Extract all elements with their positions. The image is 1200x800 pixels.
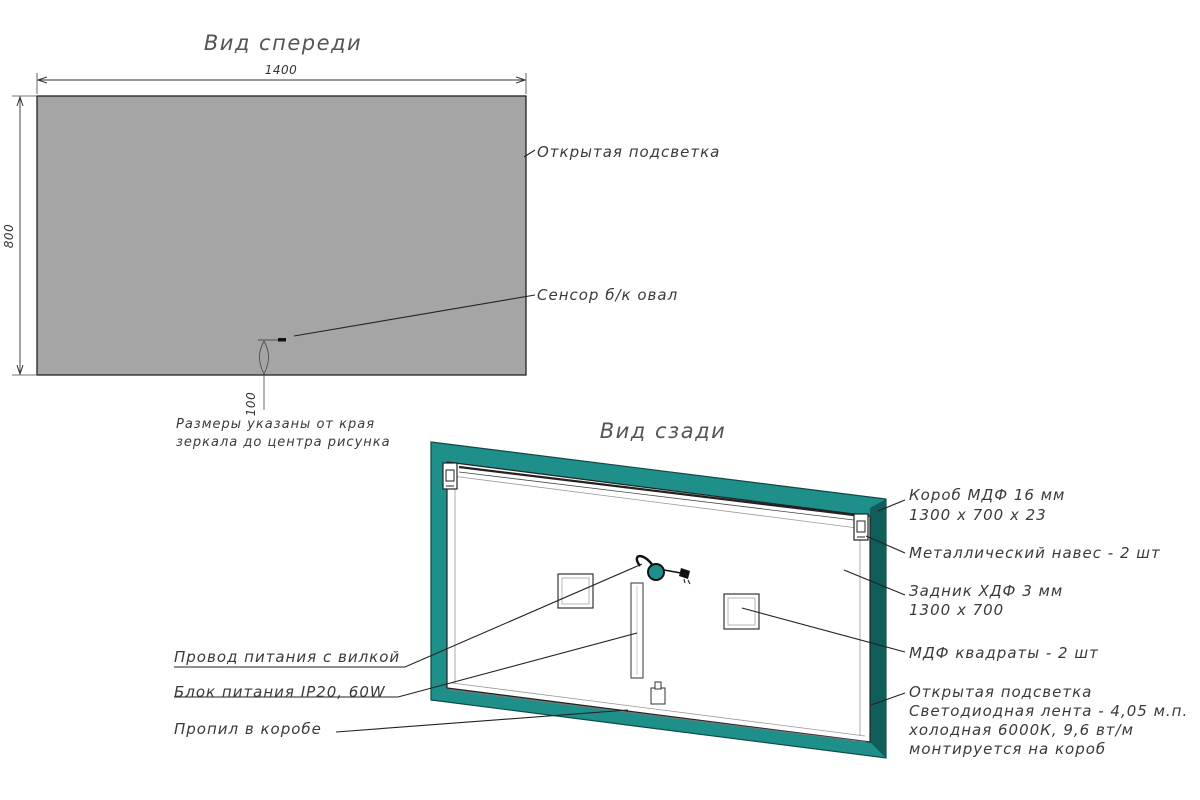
box-cutout: [650, 687, 666, 705]
callout-box-line2: 1300 х 700 х 23: [909, 506, 1047, 524]
metal-hanger-left: [442, 462, 458, 490]
mdf-square-left: [557, 573, 594, 609]
callout-power-unit: Блок питания IP20, 60W: [174, 683, 386, 701]
cord-grommet: [647, 563, 665, 581]
sensor-mark: [278, 338, 286, 342]
hdf-back-panel: [446, 461, 871, 743]
back-view: Вид сзади: [174, 419, 1188, 759]
mdf-box-side: [870, 499, 886, 758]
metal-hanger-right: [853, 513, 869, 541]
dimension-note-line1: Размеры указаны от края: [176, 417, 375, 432]
top-rail: [458, 465, 863, 518]
callout-mdf-squares: МДФ квадраты - 2 шт: [909, 644, 1099, 662]
callout-open-backlight-front: Открытая подсветка: [537, 143, 720, 161]
mirror-front: [36, 95, 527, 376]
callout-power-cord: Провод питания с вилкой: [174, 648, 400, 666]
height-dimension-label: 800: [2, 224, 16, 248]
width-dimension-label: 1400: [265, 63, 298, 77]
callout-box-line1: Короб МДФ 16 мм: [909, 486, 1065, 504]
back-view-title: Вид сзади: [600, 419, 727, 443]
callout-backlight-line2: Светодиодная лента - 4,05 м.п.: [909, 702, 1188, 720]
front-view-title: Вид спереди: [204, 31, 362, 55]
callout-cutout: Пропил в коробе: [174, 720, 322, 738]
callout-back-panel-line2: 1300 х 700: [909, 601, 1004, 619]
callout-backlight-line1: Открытая подсветка: [909, 683, 1092, 701]
callout-backlight-line3: холодная 6000К, 9,6 вт/м: [908, 721, 1134, 739]
callout-sensor: Сенсор б/к овал: [537, 286, 678, 304]
power-plug-icon: [679, 568, 690, 579]
sensor-offset-label: 100: [244, 392, 258, 416]
front-view: Вид спереди 1400 800 100 Размеры указаны…: [2, 31, 720, 450]
callout-metal-hanger: Металлический навес - 2 шт: [909, 544, 1161, 562]
callout-back-panel-line1: Задник ХДФ 3 мм: [909, 582, 1063, 600]
callout-backlight-line4: монтируется на короб: [909, 740, 1106, 758]
dimension-note-line2: зеркала до центра рисунка: [176, 435, 391, 450]
